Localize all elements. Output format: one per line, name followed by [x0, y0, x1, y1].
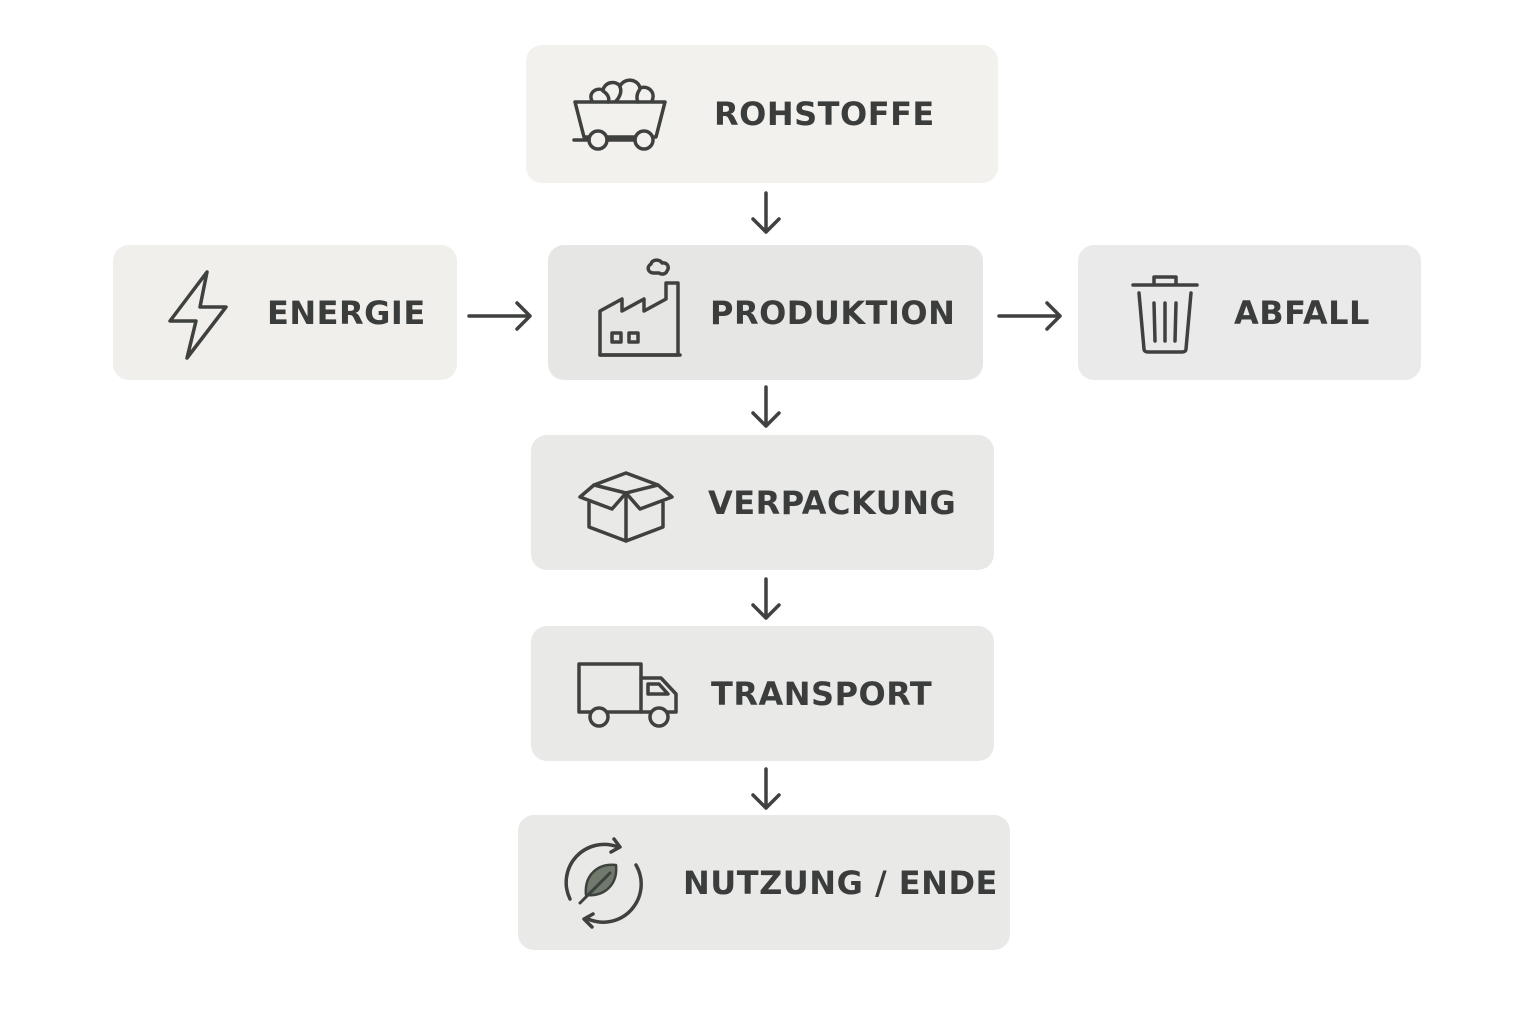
node-label: ABFALL: [1234, 293, 1370, 332]
arrow-produktion-to-abfall: [996, 298, 1064, 334]
arrow-produktion-to-verpackung: [748, 384, 784, 430]
node-rohstoffe: ROHSTOFFE: [526, 45, 998, 183]
node-energie: ENERGIE: [113, 245, 457, 380]
node-label: ENERGIE: [267, 293, 426, 332]
arrow-energie-to-produktion: [466, 298, 534, 334]
arrow-rohstoffe-to-produktion: [748, 190, 784, 236]
node-verpackung: VERPACKUNG: [531, 435, 994, 570]
recycle-leaf-icon: [554, 835, 650, 931]
lightning-icon: [165, 269, 231, 361]
factory-icon: [596, 258, 686, 359]
node-abfall: ABFALL: [1078, 245, 1421, 380]
node-label: TRANSPORT: [711, 674, 933, 713]
node-label: PRODUKTION: [710, 293, 956, 332]
node-produktion: PRODUKTION: [548, 245, 983, 380]
node-label: ROHSTOFFE: [714, 95, 935, 133]
trash-can-icon: [1130, 273, 1200, 355]
mine-cart-icon: [570, 71, 670, 155]
node-nutzung-ende: NUTZUNG / ENDE: [518, 815, 1010, 950]
arrow-transport-to-nutzung: [748, 766, 784, 812]
node-label: NUTZUNG / ENDE: [683, 863, 998, 902]
arrow-verpackung-to-transport: [748, 576, 784, 622]
box-icon: [577, 463, 675, 545]
truck-icon: [575, 660, 681, 732]
node-label: VERPACKUNG: [708, 483, 957, 522]
node-transport: TRANSPORT: [531, 626, 994, 761]
